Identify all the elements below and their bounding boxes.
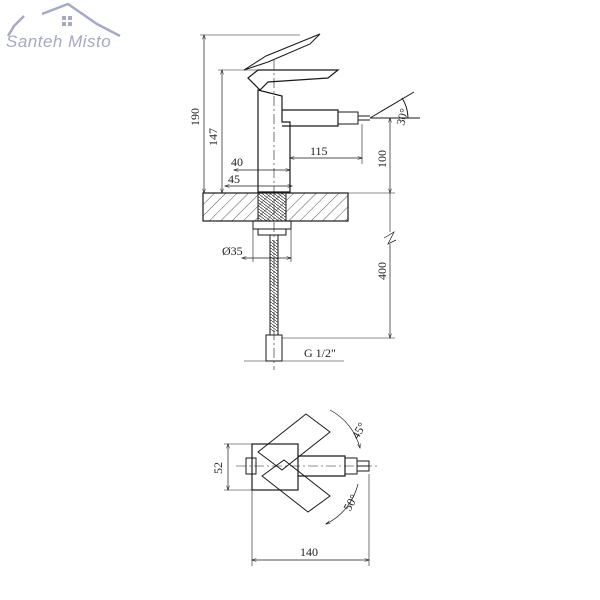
- lever-handle-raised: [243, 33, 321, 71]
- dim-140-label: 140: [300, 545, 318, 559]
- dim-52-label: 52: [211, 462, 225, 474]
- dim-100-label: 100: [375, 150, 389, 168]
- brand-name: Santeh Misto: [6, 32, 112, 51]
- dim-45deg-label: 45°: [348, 420, 369, 442]
- dim-40-label: 40: [231, 155, 243, 169]
- house-roof-icon: [6, 2, 121, 38]
- plan-body: [251, 443, 299, 491]
- plan-lever-left: [257, 413, 331, 471]
- shank-thread: [257, 192, 287, 222]
- dim-d35-label: Ø35: [222, 244, 243, 258]
- dim-115-label: 115: [310, 144, 328, 158]
- dim-50deg-label: 50°: [340, 492, 361, 514]
- brand-logo: Santeh Misto: [2, 2, 132, 58]
- dim-400-label: 400: [375, 262, 389, 280]
- side-view: [200, 33, 420, 370]
- dimension-labels: 190 147 40 45 115 100 30° 400 Ø35 G 1/2"…: [188, 107, 411, 559]
- dim-45-label: 45: [228, 172, 240, 186]
- dim-g12-label: G 1/2": [304, 346, 336, 360]
- plan-lever-right: [261, 459, 331, 513]
- plan-view: [224, 409, 380, 566]
- lever-handle: [247, 69, 340, 91]
- spout-nozzle: [337, 111, 359, 125]
- dim-30deg-label: 30°: [393, 107, 411, 127]
- dim-190-label: 190: [188, 108, 202, 126]
- faucet-body: [257, 89, 291, 193]
- dim-147-label: 147: [206, 128, 220, 146]
